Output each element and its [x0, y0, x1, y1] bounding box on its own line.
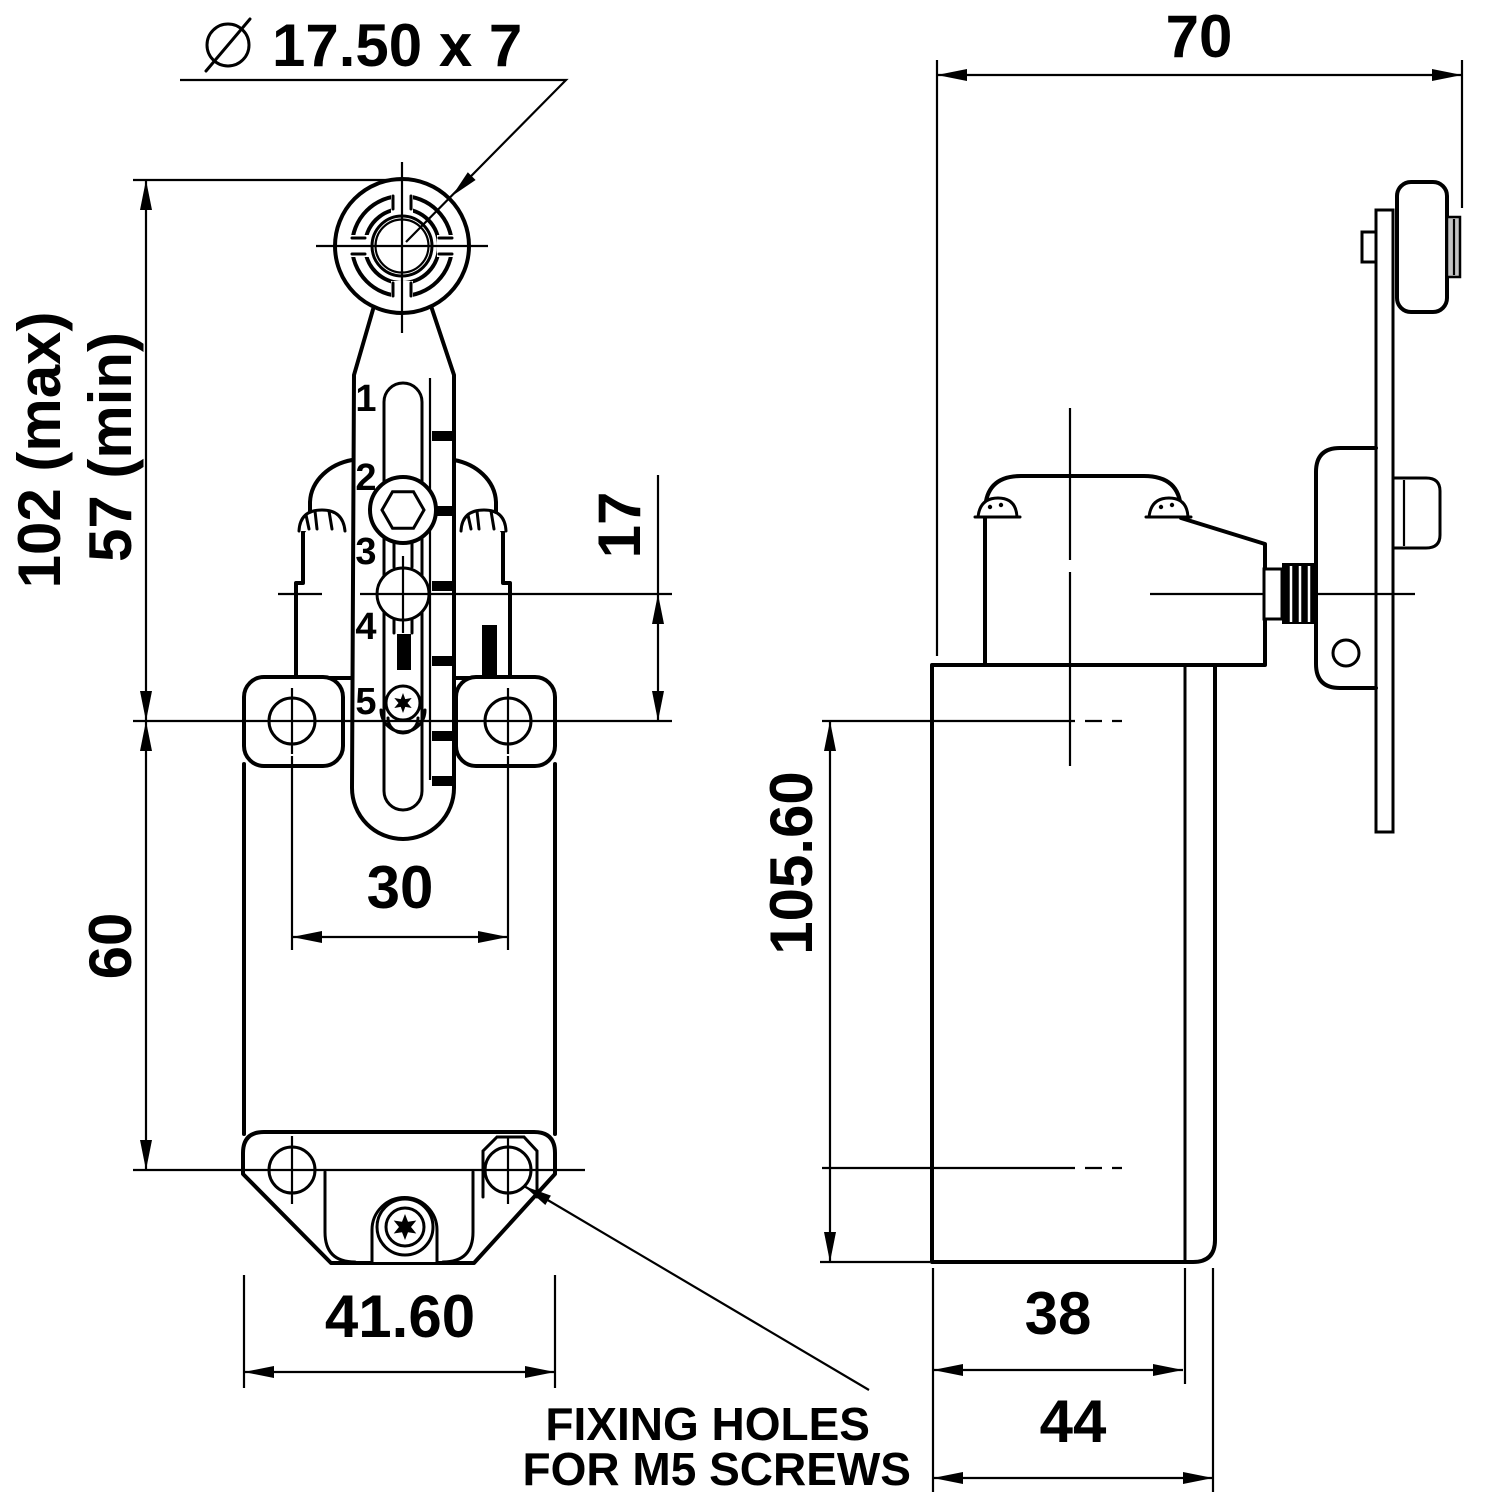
dim-hole-spacing: 30	[367, 854, 434, 921]
hex-bolt	[368, 475, 438, 545]
head-outline-side	[983, 474, 1267, 667]
pivot-torx-icon	[394, 693, 412, 713]
scale-mark-5: 5	[355, 681, 376, 723]
dim-30-line	[290, 756, 510, 950]
dim-roller-axis-offset: 17	[586, 492, 653, 559]
seal-cap-right-hatch	[466, 509, 496, 531]
right-hole-boss	[481, 1135, 539, 1199]
lever-scale-ticks	[432, 431, 455, 786]
centerlines-side	[822, 408, 1415, 1170]
slot-shaft-dark	[397, 634, 411, 670]
dim-travel-max: 102 (max)	[6, 312, 73, 589]
callout-roller-size: 17.50 x 7	[272, 12, 522, 79]
lever-arm-front: 1 2 3 4 5	[350, 304, 456, 841]
torx-recess-icon	[393, 1214, 417, 1240]
dim-travel-min: 57 (min)	[77, 332, 144, 562]
body-outline-side	[930, 663, 1217, 1264]
note-line-1: FIXING HOLES	[545, 1398, 870, 1450]
bottom-screw	[375, 1197, 435, 1257]
cover-edge-right	[441, 1170, 475, 1264]
seal-cap-left-side	[976, 496, 1019, 519]
switch-head-side	[973, 474, 1317, 667]
lever-hub	[1314, 446, 1378, 690]
dim-height: 105.60	[758, 771, 825, 955]
hex-socket-icon	[380, 490, 426, 530]
dim-base-width: 41.60	[325, 1283, 475, 1350]
scale-mark-1: 1	[355, 378, 376, 420]
switch-body-side	[930, 663, 1217, 1264]
lever-arm-side	[1314, 180, 1462, 834]
bolt-shaft-lines	[392, 541, 414, 635]
scale-mark-4: 4	[355, 606, 376, 648]
pivot-boss-arcs	[379, 708, 427, 735]
dim-70-line	[935, 60, 1464, 656]
switch-body-front	[241, 675, 557, 1265]
knurl-lines	[1289, 566, 1311, 622]
scale-mark-3: 3	[355, 531, 376, 573]
side-view: 70 105.60 38 44	[758, 3, 1464, 1492]
dim-overall-width: 70	[1166, 3, 1233, 70]
dim-travel-line	[133, 178, 402, 721]
head-side-slot	[482, 625, 497, 677]
seal-cap-right-side	[1147, 496, 1190, 519]
dim-38-line	[933, 1268, 1187, 1384]
cover-edge-left	[323, 1170, 357, 1264]
dim-10560-line	[820, 721, 930, 1264]
hub-hole	[1331, 638, 1361, 668]
dim-4160-line	[242, 1275, 557, 1388]
shaft-step	[1262, 567, 1284, 621]
note-line-2: FOR M5 SCREWS	[523, 1443, 911, 1495]
dim-44-line	[931, 1268, 1215, 1492]
screw-head-inner	[384, 1206, 426, 1248]
scale-mark-2: 2	[355, 457, 376, 499]
roller-side	[1395, 180, 1449, 314]
seal-cap-left-hatch	[304, 509, 334, 531]
clamp-pin	[1391, 476, 1442, 550]
roller-slot-edges	[350, 194, 454, 298]
dimensions-front: 102 (max) 57 (min) 60 17 30 41.60	[6, 12, 911, 1495]
fixing-holes-note: FIXING HOLES FOR M5 SCREWS	[523, 1185, 911, 1495]
lever-blade	[1374, 208, 1395, 834]
dimensions-side: 70 105.60 38 44	[758, 3, 1464, 1492]
dim-hole-pitch-vertical: 60	[77, 913, 144, 980]
note-leader-line	[523, 1185, 870, 1391]
diameter-symbol-icon	[205, 22, 251, 68]
roller-crosshair	[316, 162, 488, 333]
front-view: 1 2 3 4 5	[6, 12, 911, 1495]
roller-pin-back	[1360, 230, 1378, 264]
seal-cap-left	[297, 508, 347, 533]
roller-callout: 17.50 x 7	[180, 12, 569, 243]
dim-overall-depth: 44	[1040, 1388, 1107, 1455]
dim-body-depth: 38	[1025, 1280, 1092, 1347]
